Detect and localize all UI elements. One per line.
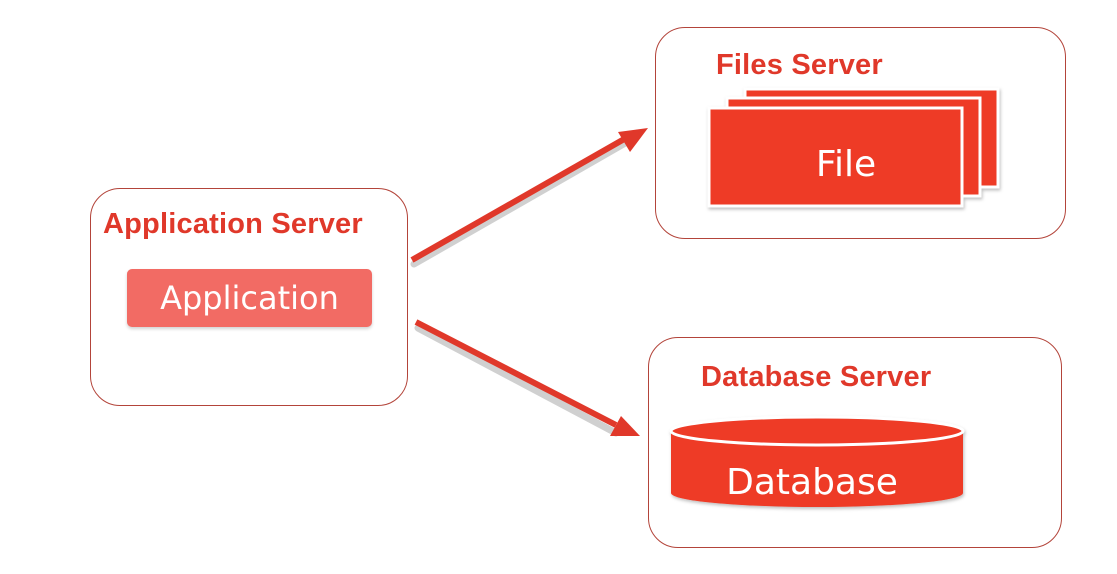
files-server-title: Files Server [716,49,883,81]
arrow-to-database-server [414,319,640,437]
database-server-box: Database Server [648,337,1062,548]
arrow-to-files-server [410,128,648,268]
application-server-box: Application Server Application [90,188,408,406]
database-server-title: Database Server [701,361,932,393]
files-server-box: Files Server [655,27,1066,239]
application-server-title: Application Server [103,208,363,240]
application-block: Application [127,269,372,327]
